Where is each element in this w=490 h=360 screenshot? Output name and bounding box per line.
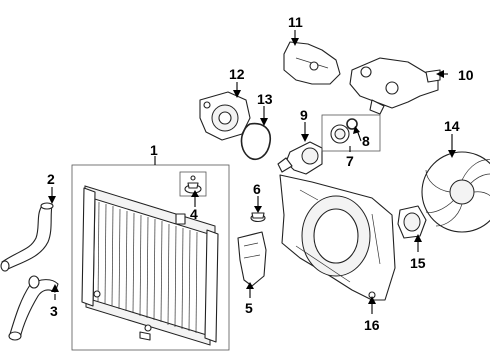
callout-1: 1 (150, 142, 158, 158)
callout-numbers: 1 2 3 4 5 6 7 8 9 10 11 12 13 14 15 16 (47, 14, 474, 333)
fan-motor-part (397, 205, 427, 239)
leader-arrows (48, 38, 456, 304)
callout-7: 7 (346, 153, 354, 169)
callout-8: 8 (362, 133, 370, 149)
water-outlet-housing-part (349, 57, 441, 115)
callout-14: 14 (444, 118, 460, 134)
outlet-bracket-part (283, 41, 341, 85)
fan-shroud-part (279, 174, 396, 301)
cooling-fan-part (421, 151, 490, 233)
water-pump-part (199, 91, 251, 141)
callout-6: 6 (253, 181, 261, 197)
callout-4: 4 (190, 206, 198, 222)
radiator-cap-part (179, 171, 207, 197)
callout-3: 3 (50, 303, 58, 319)
coolant-reservoir-part (237, 231, 267, 287)
callout-9: 9 (300, 107, 308, 123)
pump-gasket-part (240, 122, 272, 160)
callout-2: 2 (47, 171, 55, 187)
callout-5: 5 (245, 300, 253, 316)
callout-10: 10 (458, 67, 474, 83)
callout-12: 12 (229, 66, 245, 82)
thermostat-kit-part (321, 114, 381, 152)
thermostat-cover-part (277, 141, 323, 175)
callout-15: 15 (410, 255, 426, 271)
thermostat-gasket-part (346, 118, 358, 130)
upper-radiator-hose-part (0, 202, 54, 272)
callout-13: 13 (257, 91, 273, 107)
reservoir-cap-part (250, 212, 266, 223)
callout-11: 11 (288, 14, 303, 30)
radiator-part (71, 164, 230, 351)
lower-radiator-hose-part (8, 275, 59, 341)
callout-16: 16 (364, 317, 380, 333)
leader-lines (51, 30, 453, 314)
